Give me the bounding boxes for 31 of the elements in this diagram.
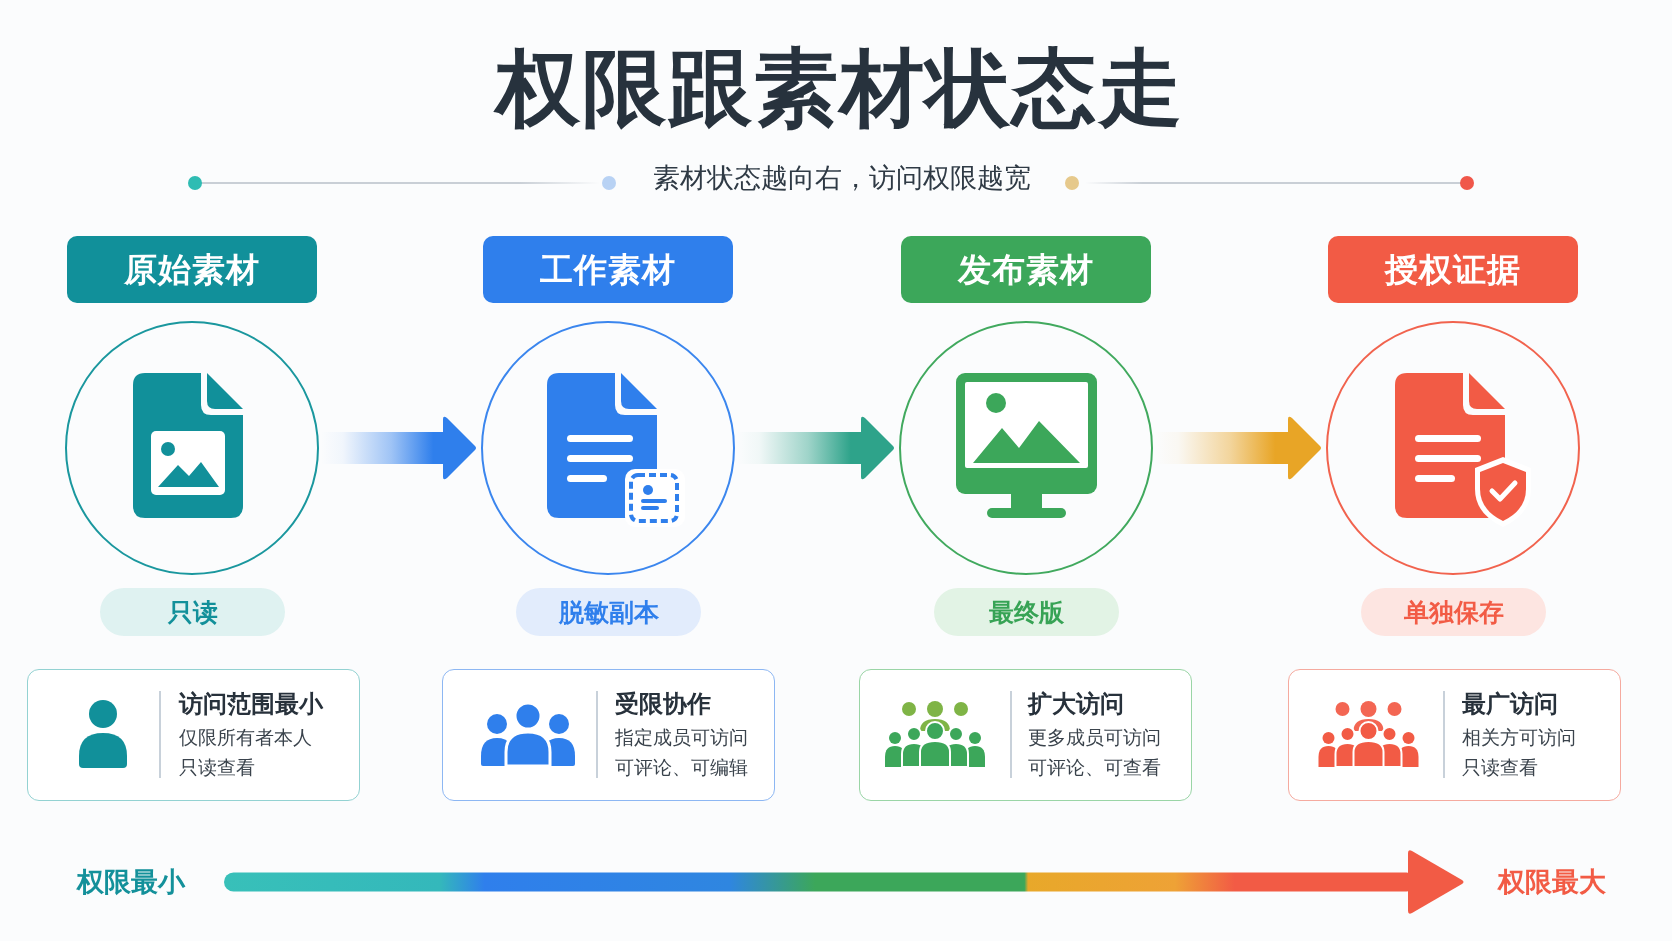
- info-card: [1288, 669, 1621, 801]
- card-text: 只读查看: [1462, 756, 1538, 780]
- icon-circle: [65, 321, 319, 575]
- card-text: 仅限所有者本人: [179, 726, 312, 750]
- info-card: [859, 669, 1192, 801]
- status-tag: 单独保存: [1361, 588, 1546, 636]
- status-tag: 最终版: [934, 588, 1119, 636]
- card-text: 更多成员可访问: [1028, 726, 1161, 750]
- stage-banner: 工作素材: [483, 236, 733, 303]
- scale-label: 权限最小: [77, 866, 185, 899]
- subtitle: 素材状态越向右，访问权限越宽: [653, 162, 1031, 195]
- card-title: 访问范围最小: [179, 689, 323, 719]
- info-card: [442, 669, 775, 801]
- card-title: 受限协作: [615, 689, 711, 719]
- icon-circle: [481, 321, 735, 575]
- stage-banner: 原始素材: [67, 236, 317, 303]
- scale-label: 权限最大: [1498, 866, 1606, 899]
- card-text: 可评论、可查看: [1028, 756, 1161, 780]
- card-text: 可评论、可编辑: [615, 756, 748, 780]
- card-text: 指定成员可访问: [615, 726, 748, 750]
- card-text: 只读查看: [179, 756, 255, 780]
- info-card: [27, 669, 360, 801]
- stage-banner: 授权证据: [1328, 236, 1578, 303]
- card-text: 相关方可访问: [1462, 726, 1576, 750]
- icon-circle: [899, 321, 1153, 575]
- card-title: 最广访问: [1462, 689, 1558, 719]
- icon-circle: [1326, 321, 1580, 575]
- card-title: 扩大访问: [1028, 689, 1124, 719]
- stage-banner: 发布素材: [901, 236, 1151, 303]
- status-tag: 脱敏副本: [516, 588, 701, 636]
- status-tag: 只读: [100, 588, 285, 636]
